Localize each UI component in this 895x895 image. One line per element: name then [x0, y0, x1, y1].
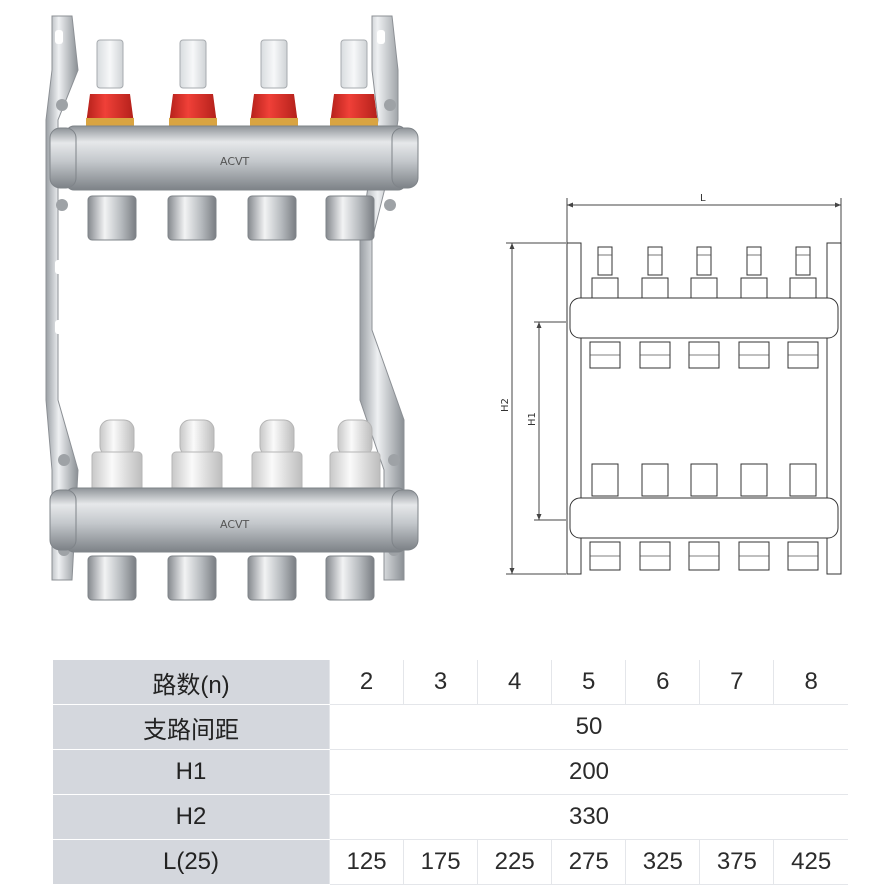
table-cell: 125 [328, 839, 404, 885]
table-cell: 175 [403, 839, 478, 885]
return-manifold: ACVT [49, 419, 419, 601]
table-cell: 375 [699, 839, 774, 885]
row-label: 支路间距 [53, 704, 330, 750]
flowmeter-2 [169, 39, 217, 126]
brand-logo-bottom: ACVT [220, 518, 250, 531]
table-cell: 7 [699, 660, 774, 705]
flowmeter-4 [330, 39, 378, 126]
table-cell: 225 [477, 839, 552, 885]
table-cell: 425 [773, 839, 848, 885]
row-label: H2 [53, 794, 330, 840]
brand-logo-top: ACVT [220, 155, 250, 168]
table-cell: 4 [477, 660, 552, 705]
table-cell: 330 [329, 794, 848, 840]
table-cell: 275 [551, 839, 626, 885]
label-l: L [700, 193, 706, 204]
table-cell: 3 [403, 660, 478, 705]
table-row-h2: H2 330 [53, 794, 848, 840]
table-cell: 2 [328, 660, 404, 705]
flowmeter-1 [86, 39, 134, 126]
flowmeter-3 [250, 39, 298, 126]
row-label: 路数(n) [53, 660, 330, 705]
dimension-drawing: L H2 H1 [500, 193, 842, 575]
valve-cap-1 [91, 419, 143, 493]
table-cell: 325 [625, 839, 700, 885]
valve-cap-2 [171, 419, 223, 493]
table-cell: 6 [625, 660, 700, 705]
table-row-spacing: 支路间距 50 [53, 704, 848, 750]
drawing-bottom-bar [569, 497, 839, 539]
label-h2: H2 [500, 398, 511, 412]
table-row-h1: H1 200 [53, 749, 848, 795]
table-cell: 50 [329, 704, 848, 750]
row-label: H1 [53, 749, 330, 795]
row-label: L(25) [53, 839, 330, 885]
table-cell: 8 [773, 660, 848, 705]
spec-table: 路数(n) 2 3 4 5 6 7 8 支路间距 50 H1 200 H2 33… [53, 660, 848, 885]
supply-manifold: ACVT [49, 39, 419, 241]
table-row-circuits: 路数(n) 2 3 4 5 6 7 8 [53, 660, 848, 705]
manifold-product-photo: ACVT ACVT [45, 15, 419, 601]
drawing-top-bar [569, 297, 839, 339]
table-cell: 200 [329, 749, 848, 795]
table-row-length: L(25) 125 175 225 275 325 375 425 [53, 839, 848, 885]
table-cell: 5 [551, 660, 626, 705]
valve-cap-3 [251, 419, 303, 493]
label-h1: H1 [527, 412, 538, 426]
valve-cap-4 [329, 419, 381, 493]
